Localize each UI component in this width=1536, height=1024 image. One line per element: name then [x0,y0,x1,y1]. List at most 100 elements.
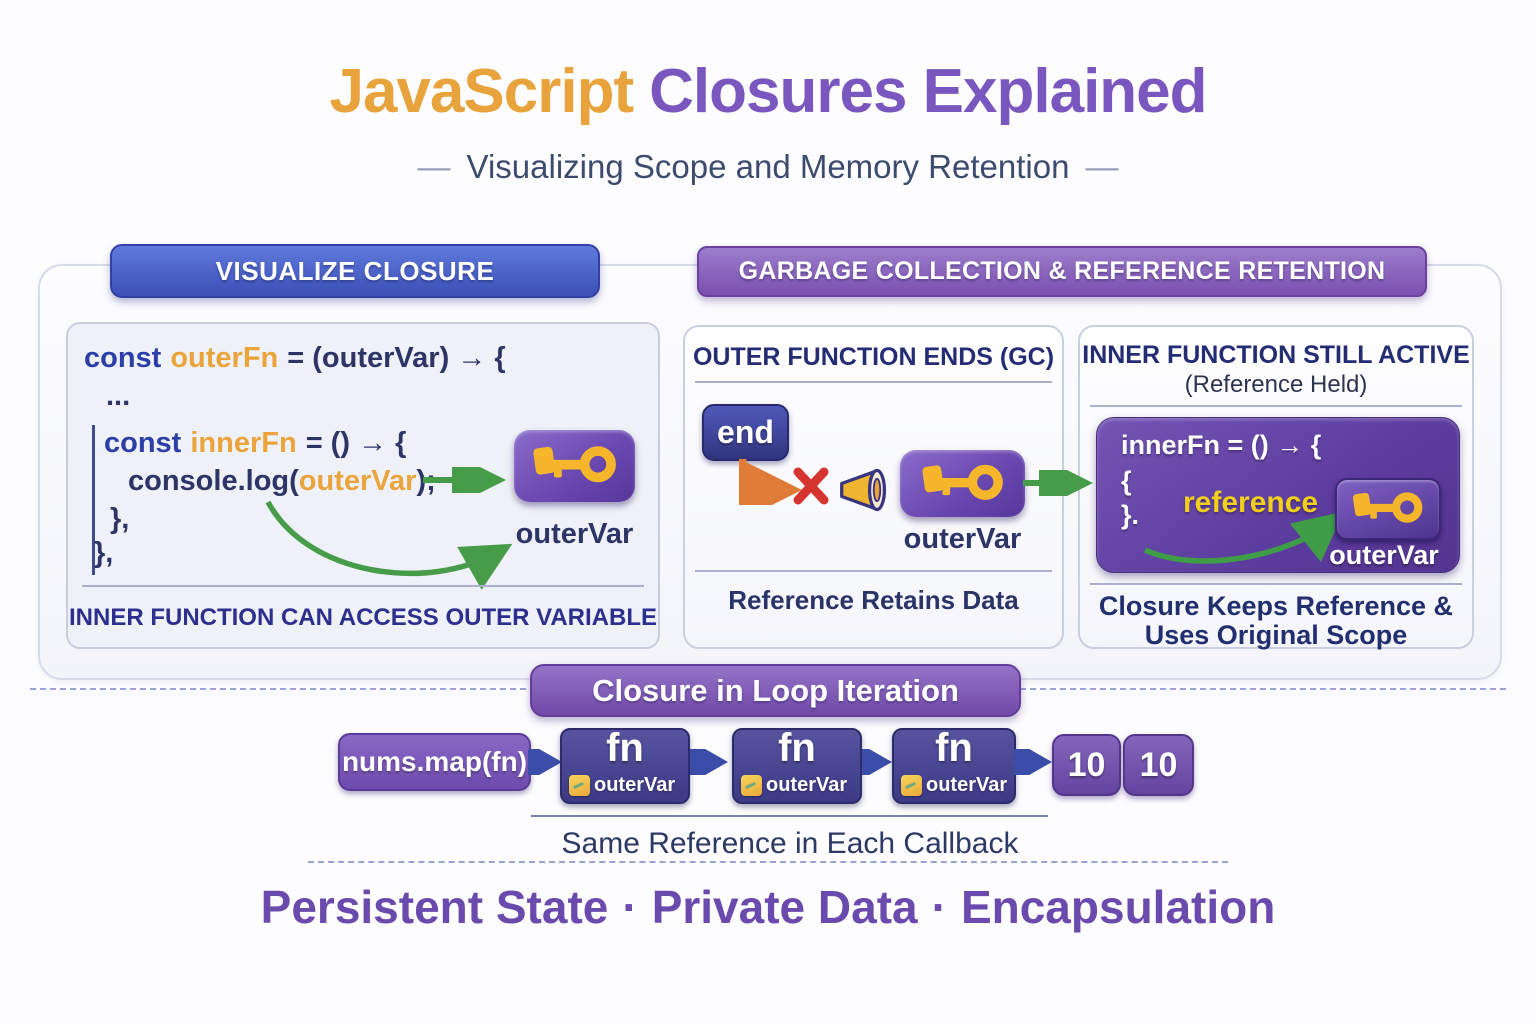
blue-arrow-icon [690,749,728,775]
fn-callback-box: fn outerVar [892,726,1016,804]
outervar-key-card [514,430,635,502]
divider [695,570,1052,572]
code-text: = (outerVar) → { [287,342,506,374]
identifier-outerfn: outerFn [170,342,279,374]
code-text: ... [106,380,131,412]
open-brace-line: { [1121,466,1132,496]
closure-caption: INNER FUNCTION CAN ACCESS OUTER VARIABLE [68,604,657,631]
key-icon [532,446,616,483]
divider [1090,405,1462,407]
scope-indicator-bar [92,425,95,575]
subtitle-text: Visualizing Scope and Memory Retention [466,148,1070,185]
divider [82,585,644,587]
end-box: end [702,404,789,461]
note-icon [569,775,590,796]
outer-ends-caption: Reference Retains Data [728,585,1019,615]
outer-ends-title: OUTER FUNCTION ENDS (GC) [692,343,1055,371]
code-line-console-log: console.log(outerVar); [128,465,436,498]
keyword-const: const [104,427,182,459]
outervar-key-card [1335,478,1441,540]
fn-label: fn [778,726,816,770]
code-line-close-outer: }, [94,537,113,570]
fn-reference-label: outerVar [594,774,676,796]
subtitle-dash-left: — [417,148,451,185]
code-text: }, [94,537,114,569]
outervar-label: outerVar [903,523,1022,555]
fn-label: fn [606,726,644,770]
dashed-separator [308,861,1228,863]
outervar-key-card [900,450,1025,517]
outer-ends-panel: OUTER FUNCTION ENDS (GC) end outerVar [683,325,1064,649]
footer-separator: · [622,881,638,933]
fn-reference: outerVar [741,774,847,797]
footer-item: Encapsulation [960,881,1276,933]
speaker-icon [840,468,887,512]
fn-reference: outerVar [569,774,675,797]
note-icon [901,775,922,796]
loop-iteration-banner: Closure in Loop Iteration [530,664,1021,717]
result-value: 10 [1067,745,1106,784]
divider [695,381,1052,383]
footer-separator: · [931,881,947,933]
blue-arrow-icon [862,749,892,775]
code-text: = () → { [305,427,407,459]
visualize-closure-banner-label: VISUALIZE CLOSURE [215,255,495,286]
fn-callback-box: fn outerVar [732,726,862,804]
blue-arrow-icon [1014,749,1052,775]
nums-map-box: nums.map(fn) [338,733,531,791]
inner-active-title: INNER FUNCTION STILL ACTIVE [1082,341,1470,369]
green-arrow-icon [1023,470,1093,496]
garbage-collection-banner-label: GARBAGE COLLECTION & REFERENCE RETENTION [738,257,1386,285]
inner-active-caption-1: Closure Keeps Reference & [1098,591,1454,621]
code-line-ellipsis: ... [106,380,130,413]
title-accent: JavaScript [329,57,634,126]
loop-iteration-banner-label: Closure in Loop Iteration [592,672,959,708]
orange-elbow-arrow-icon [739,458,802,505]
keyword-const: const [84,342,162,374]
code-text: }, [110,503,130,535]
footer-keywords: Persistent State·Private Data·Encapsulat… [0,880,1536,934]
result-value: 10 [1139,745,1178,784]
page-subtitle: — Visualizing Scope and Memory Retention — [0,148,1536,186]
result-box: 10 [1123,734,1194,796]
x-mark-icon [793,467,829,505]
innerfn-code-line: innerFn = () → { [1121,430,1322,460]
key-icon [921,464,1003,500]
garbage-collection-banner: GARBAGE COLLECTION & REFERENCE RETENTION [697,246,1427,297]
inner-active-panel: INNER FUNCTION STILL ACTIVE (Reference H… [1078,325,1474,650]
curved-green-arrow-icon [265,500,513,590]
fn-callback-box: fn outerVar [560,726,690,804]
identifier-outervar: outerVar [298,465,417,497]
green-arrow-icon [423,467,506,493]
inner-active-subtitle: (Reference Held) [1184,371,1368,398]
fn-reference: outerVar [901,774,1007,797]
divider [1090,583,1462,585]
nums-map-label: nums.map(fn) [341,746,528,777]
subtitle-dash-right: — [1085,148,1119,185]
footer-item: Private Data [651,881,918,933]
code-line-close-inner: }, [110,503,129,536]
closure-scope-card: innerFn = () → { { }. reference outerVar [1096,417,1460,573]
outervar-label: outerVar [515,518,634,550]
fn-reference-label: outerVar [766,774,848,796]
result-box: 10 [1052,734,1121,796]
blue-arrow-icon [528,749,562,775]
title-rest: Closures Explained [649,57,1207,126]
identifier-innerfn: innerFn [190,427,297,459]
close-brace-line: }. [1121,500,1140,530]
loop-caption: Same Reference in Each Callback [561,827,1019,860]
fn-reference-label: outerVar [926,774,1008,796]
note-icon [741,775,762,796]
underline [531,815,1048,817]
outervar-label: outerVar [1329,540,1439,570]
curved-green-arrow-icon [1143,511,1344,564]
code-text: console.log( [128,465,299,497]
end-label: end [717,414,774,450]
key-icon [1352,492,1423,523]
fn-label: fn [935,726,973,770]
